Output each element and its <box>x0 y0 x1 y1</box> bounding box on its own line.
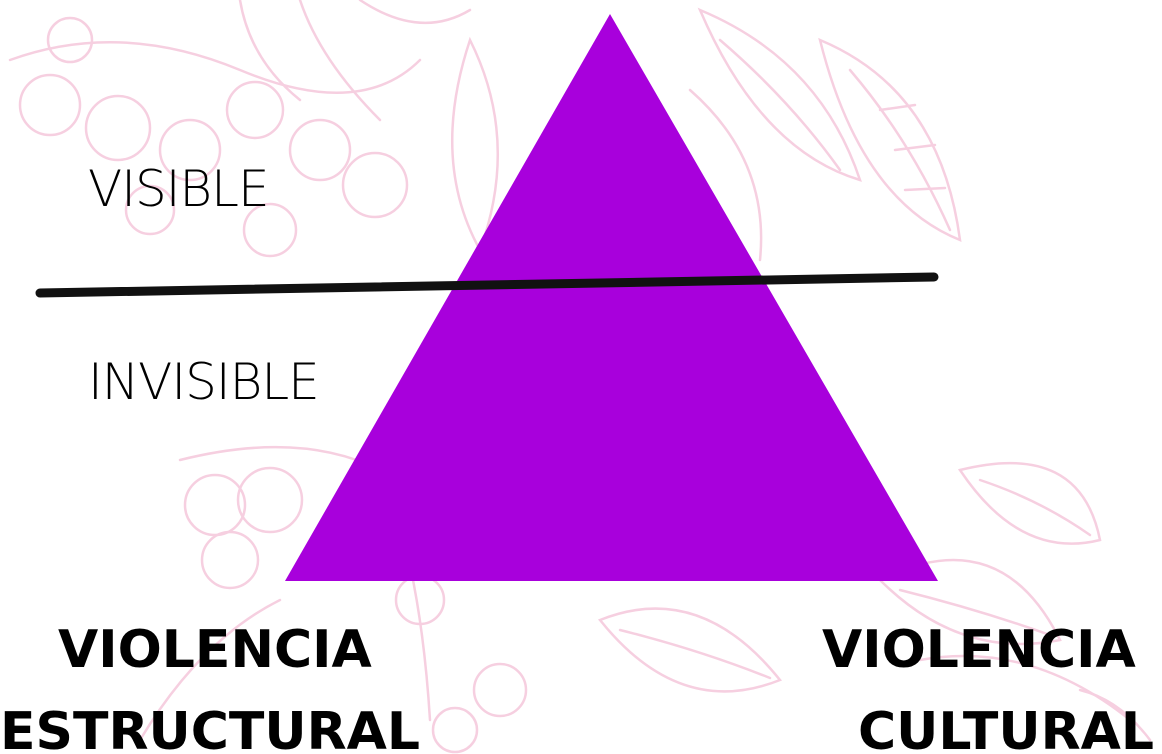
violence-triangle <box>285 14 938 581</box>
visibility-divider-line <box>35 272 939 298</box>
cultural-violence-label-line2: CULTURAL <box>858 702 1155 754</box>
structural-violence-label-line1: VIOLENCIA <box>58 620 372 680</box>
invisible-label: INVISIBLE <box>88 353 320 411</box>
visible-label: VISIBLE <box>88 160 270 218</box>
structural-violence-label-line2: ESTRUCTURAL <box>0 702 420 754</box>
cultural-violence-label-line1: VIOLENCIA <box>822 620 1136 680</box>
